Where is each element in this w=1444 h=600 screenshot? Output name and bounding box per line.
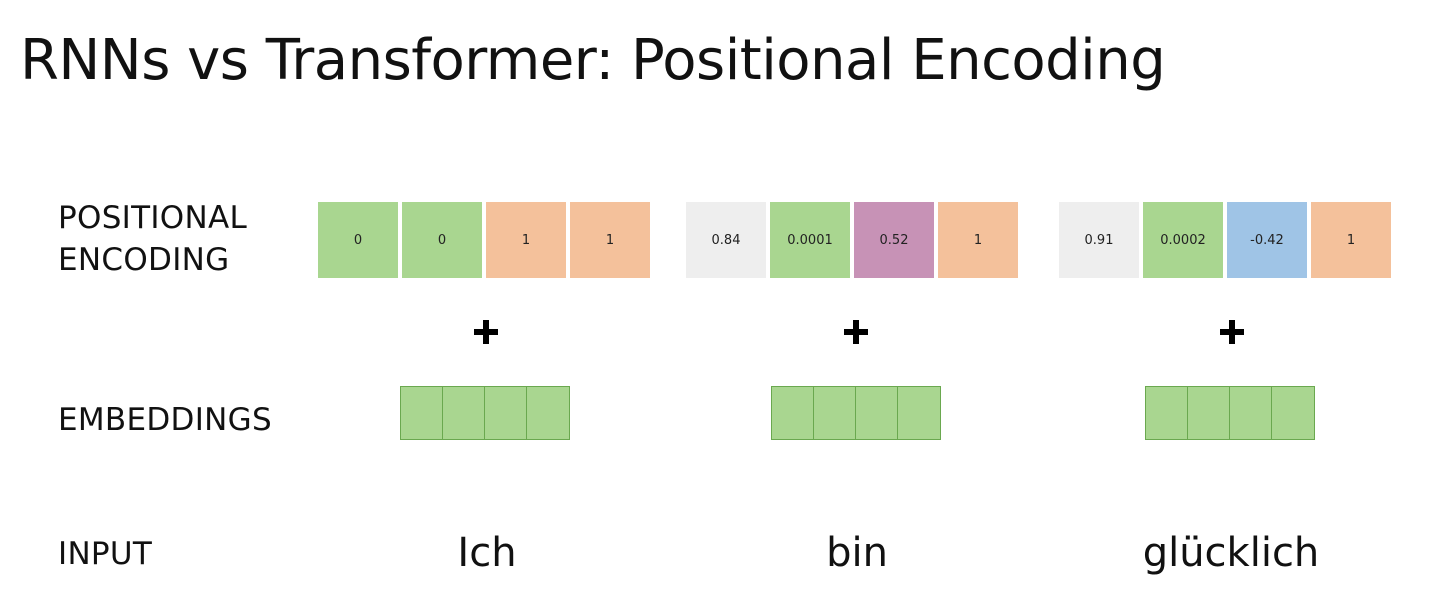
pe-cell: 0 [318, 202, 398, 278]
embedding-cell [1272, 387, 1314, 439]
pe-cell: 1 [486, 202, 566, 278]
plus-icon [836, 312, 876, 352]
pe-cell: 0.84 [686, 202, 766, 278]
pe-cell: 1 [1311, 202, 1391, 278]
input-word: glücklich [1142, 530, 1320, 576]
pe-cell: 1 [570, 202, 650, 278]
embedding-cell [1230, 387, 1272, 439]
input-word: bin [826, 530, 888, 576]
embeddings-label: EMBEDDINGS [58, 402, 272, 438]
plus-icon [1212, 312, 1252, 352]
embedding-cell [401, 387, 443, 439]
positional-encoding-vector: 0 0 1 1 [318, 202, 650, 278]
positional-encoding-vector: 0.84 0.0001 0.52 1 [686, 202, 1018, 278]
pe-cell: 1 [938, 202, 1018, 278]
embedding-cell [1188, 387, 1230, 439]
pe-cell: 0.52 [854, 202, 934, 278]
pe-cell: 0.91 [1059, 202, 1139, 278]
embedding-cell [443, 387, 485, 439]
pe-cell: 0 [402, 202, 482, 278]
input-label: INPUT [58, 536, 153, 572]
pe-cell: 0.0001 [770, 202, 850, 278]
embedding-cell [527, 387, 569, 439]
embedding-cell [485, 387, 527, 439]
embedding-cell [1146, 387, 1188, 439]
embedding-cell [772, 387, 814, 439]
embedding-cell [898, 387, 940, 439]
pe-cell: 0.0002 [1143, 202, 1223, 278]
slide-title: RNNs vs Transformer: Positional Encoding [20, 28, 1166, 93]
pe-cell: -0.42 [1227, 202, 1307, 278]
positional-encoding-label-line1: POSITIONAL [58, 200, 248, 236]
embedding-cell [856, 387, 898, 439]
embedding-vector [771, 386, 941, 440]
input-word: Ich [457, 530, 517, 576]
positional-encoding-vector: 0.91 0.0002 -0.42 1 [1059, 202, 1391, 278]
positional-encoding-label-line2: ENCODING [58, 242, 230, 278]
embedding-cell [814, 387, 856, 439]
plus-icon [466, 312, 506, 352]
embedding-vector [400, 386, 570, 440]
embedding-vector [1145, 386, 1315, 440]
